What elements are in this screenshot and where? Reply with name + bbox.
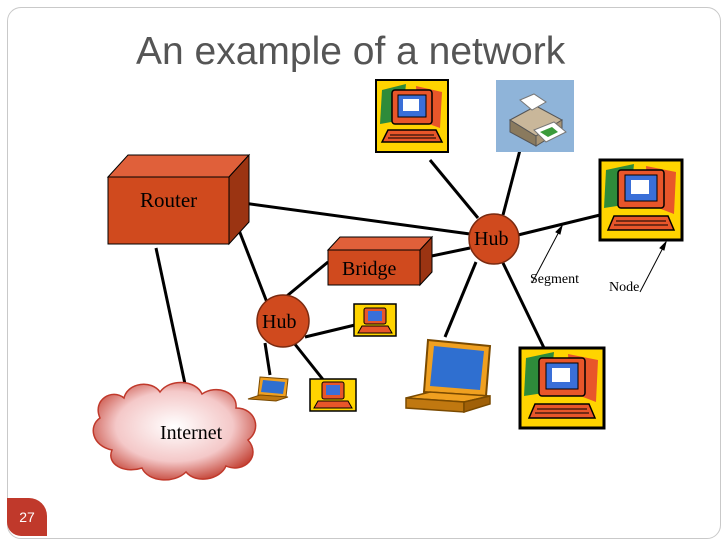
- line-bridge-smallhub: [281, 260, 329, 302]
- line-hub-printer: [501, 149, 522, 216]
- main-hub-label: Hub: [474, 228, 509, 250]
- printer-icon: [496, 80, 574, 152]
- line-smallhub-pc2: [292, 342, 327, 383]
- router-device: [106, 153, 251, 246]
- computer-icon: [309, 378, 357, 412]
- computer-icon: [353, 303, 397, 337]
- small-hub-label: Hub: [262, 311, 297, 333]
- computer-icon: [375, 79, 449, 153]
- internet-label: Internet: [160, 422, 223, 444]
- line-hub-computer3: [517, 213, 601, 237]
- line-hub-computer1: [428, 159, 480, 219]
- laptop-icon: [247, 376, 289, 402]
- line-smallhub-laptop: [263, 342, 272, 376]
- slide-title: An example of a network: [136, 30, 566, 73]
- segment-label: Segment: [530, 272, 579, 287]
- annotation-arrows: [531, 224, 667, 293]
- internet-cloud: [92, 381, 257, 481]
- main-hub-circle: [468, 213, 520, 265]
- computer-icon: [518, 346, 606, 430]
- slide-frame: [7, 7, 721, 539]
- segment-arrow: [531, 225, 563, 284]
- small-hub-circle: [256, 294, 310, 348]
- line-hub-computer4: [501, 262, 547, 351]
- node-label: Node: [609, 280, 640, 295]
- line-router-internet: [154, 247, 190, 399]
- line-hub-laptop: [443, 261, 478, 338]
- page-number: 27: [7, 498, 47, 536]
- laptop-icon: [405, 338, 492, 414]
- router-label: Router: [140, 188, 198, 212]
- bridge-device: [326, 235, 434, 287]
- bridge-label: Bridge: [342, 258, 397, 280]
- computer-icon: [598, 158, 684, 242]
- node-arrow: [639, 241, 667, 293]
- line-smallhub-pc: [304, 323, 356, 339]
- line-router-hub: [235, 200, 471, 236]
- connection-lines: [154, 149, 601, 399]
- line-router-smallhub: [235, 224, 270, 306]
